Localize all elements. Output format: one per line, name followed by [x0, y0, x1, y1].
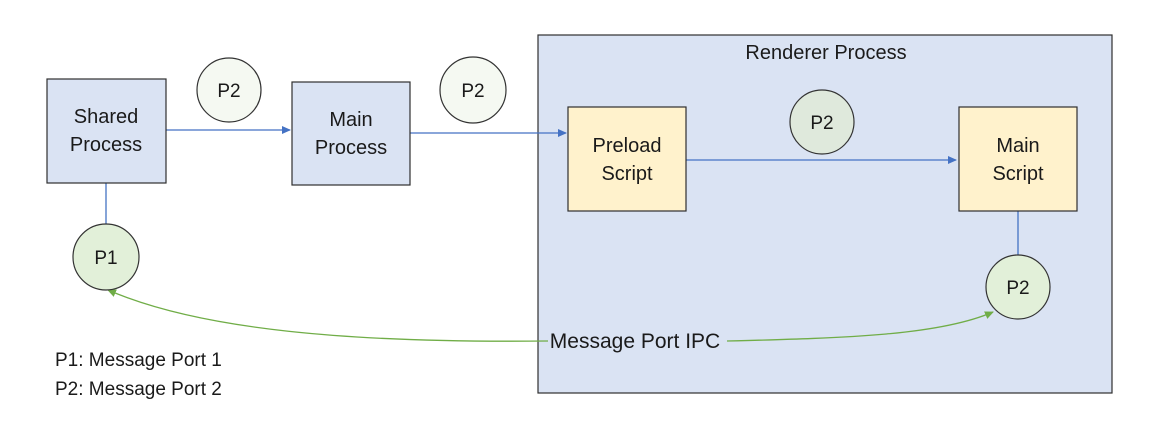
legend: P1: Message Port 1 P2: Message Port 2 [55, 350, 222, 400]
main-script-label-line2: Script [992, 163, 1044, 185]
port-p2-label: P2 [810, 113, 833, 134]
port-p1-shared-process: P1 [72, 223, 140, 291]
shared-process-box: Shared Process [46, 78, 167, 184]
port-p2-label: P2 [217, 81, 240, 102]
main-process-box: Main Process [291, 81, 411, 186]
port-p2-main-script: P2 [985, 254, 1051, 320]
port-p2-label: P2 [461, 81, 484, 102]
renderer-process-title: Renderer Process [745, 42, 906, 64]
main-script-label-line1: Main [996, 135, 1039, 157]
port-p2-main-to-renderer: P2 [439, 56, 507, 124]
ipc-arrow-to-p1 [107, 289, 549, 342]
shared-process-label-line1: Shared [74, 106, 139, 128]
port-p2-shared-to-main: P2 [196, 57, 262, 123]
preload-script-label-line1: Preload [593, 135, 662, 157]
preload-script-label-line2: Script [601, 163, 653, 185]
ipc-arrow-to-p2 [726, 311, 994, 342]
port-p2-preload-to-main-script: P2 [789, 89, 855, 155]
main-script-box: Main Script [958, 106, 1078, 212]
shared-process-label-line2: Process [70, 134, 142, 156]
legend-item-p1: P1: Message Port 1 [55, 350, 222, 371]
port-p2-label: P2 [1006, 278, 1029, 299]
port-p1-label: P1 [94, 248, 117, 269]
message-port-ipc-label: Message Port IPC [550, 330, 720, 353]
preload-script-box: Preload Script [567, 106, 687, 212]
main-process-label-line2: Process [315, 137, 387, 159]
legend-item-p2: P2: Message Port 2 [55, 379, 222, 400]
main-process-label-line1: Main [329, 109, 372, 131]
